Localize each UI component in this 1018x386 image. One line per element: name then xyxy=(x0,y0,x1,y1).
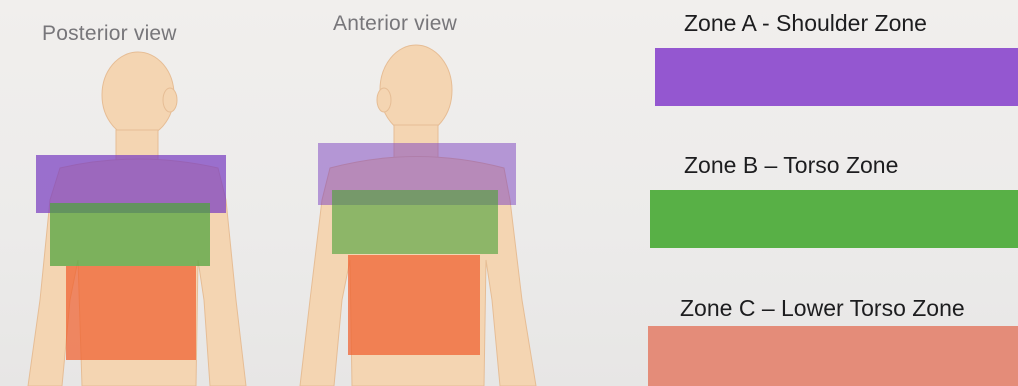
zone-c-legend-label: Zone C – Lower Torso Zone xyxy=(680,295,965,322)
posterior-zone-b-overlay xyxy=(50,203,210,266)
zone-a-legend-swatch xyxy=(655,48,1018,106)
zone-a-legend-label: Zone A - Shoulder Zone xyxy=(684,10,927,37)
posterior-zone-c-overlay xyxy=(66,266,196,360)
posterior-body-figure xyxy=(0,0,300,386)
anterior-zone-c-overlay xyxy=(348,255,480,355)
zone-b-legend-swatch xyxy=(650,190,1018,248)
zone-b-legend-label: Zone B – Torso Zone xyxy=(684,152,898,179)
anterior-body-figure xyxy=(260,0,560,386)
anterior-zone-b-overlay xyxy=(332,190,498,254)
zone-c-legend-swatch xyxy=(648,326,1018,386)
